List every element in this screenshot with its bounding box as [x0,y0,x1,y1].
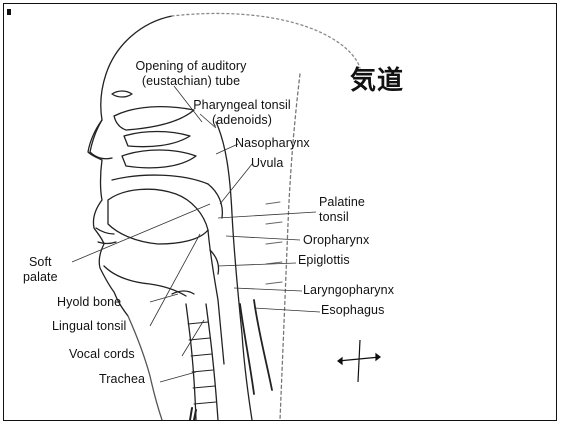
leader-laryngopharynx [234,288,302,291]
label-pharyngeal-tonsil-line1: Pharyngeal tonsil [180,98,304,112]
tongue-outline [108,189,208,244]
slide-frame: 気道 Opening of auditory (eustachian) tube… [3,3,557,421]
label-hyoid-bone: Hyold bone [57,295,121,309]
leader-oropharynx [226,236,300,240]
label-uvula: Uvula [251,156,283,170]
label-epiglottis: Epiglottis [298,253,350,267]
orientation-cross-icon [338,340,380,382]
label-esophagus: Esophagus [321,303,384,317]
label-nasopharynx: Nasopharynx [235,136,310,150]
slide-heading: 気道 [350,60,404,97]
leader-esophagus [254,308,320,312]
jaw-outline [104,266,186,296]
label-lingual-tonsil: Lingual tonsil [52,319,126,333]
hard-palate [112,175,208,184]
label-soft-palate-line2: palate [23,270,58,284]
leader-lingual-tonsil [150,234,200,326]
nose-outline [90,120,112,159]
label-oropharynx: Oropharynx [303,233,369,247]
pharynx-posterior-wall [216,122,252,420]
label-vocal-cords: Vocal cords [69,347,135,361]
label-auditory-tube-line1: Opening of auditory [121,59,261,73]
eye-outline [112,91,132,97]
soft-palate-outline [208,184,222,218]
esophagus-outline [240,300,272,394]
label-soft-palate-line1: Soft [29,255,52,269]
neck-front [128,316,162,420]
leader-trachea [160,372,196,382]
label-trachea: Trachea [99,372,145,386]
bottom-mark [190,408,196,420]
turbinate-lower [122,150,196,168]
hyoid-shape [172,291,194,294]
label-auditory-tube-line2: (eustachian) tube [121,74,261,88]
label-laryngopharynx: Laryngopharynx [303,283,394,297]
label-palatine-tonsil-line1: Palatine [319,195,365,209]
leader-vocal-cords [182,320,204,356]
leader-epiglottis [218,263,296,266]
label-pharyngeal-tonsil-line2: (adenoids) [180,113,304,127]
leader-uvula [220,164,252,204]
turbinate-upper [124,132,190,147]
label-palatine-tonsil-line2: tonsil [319,210,349,224]
